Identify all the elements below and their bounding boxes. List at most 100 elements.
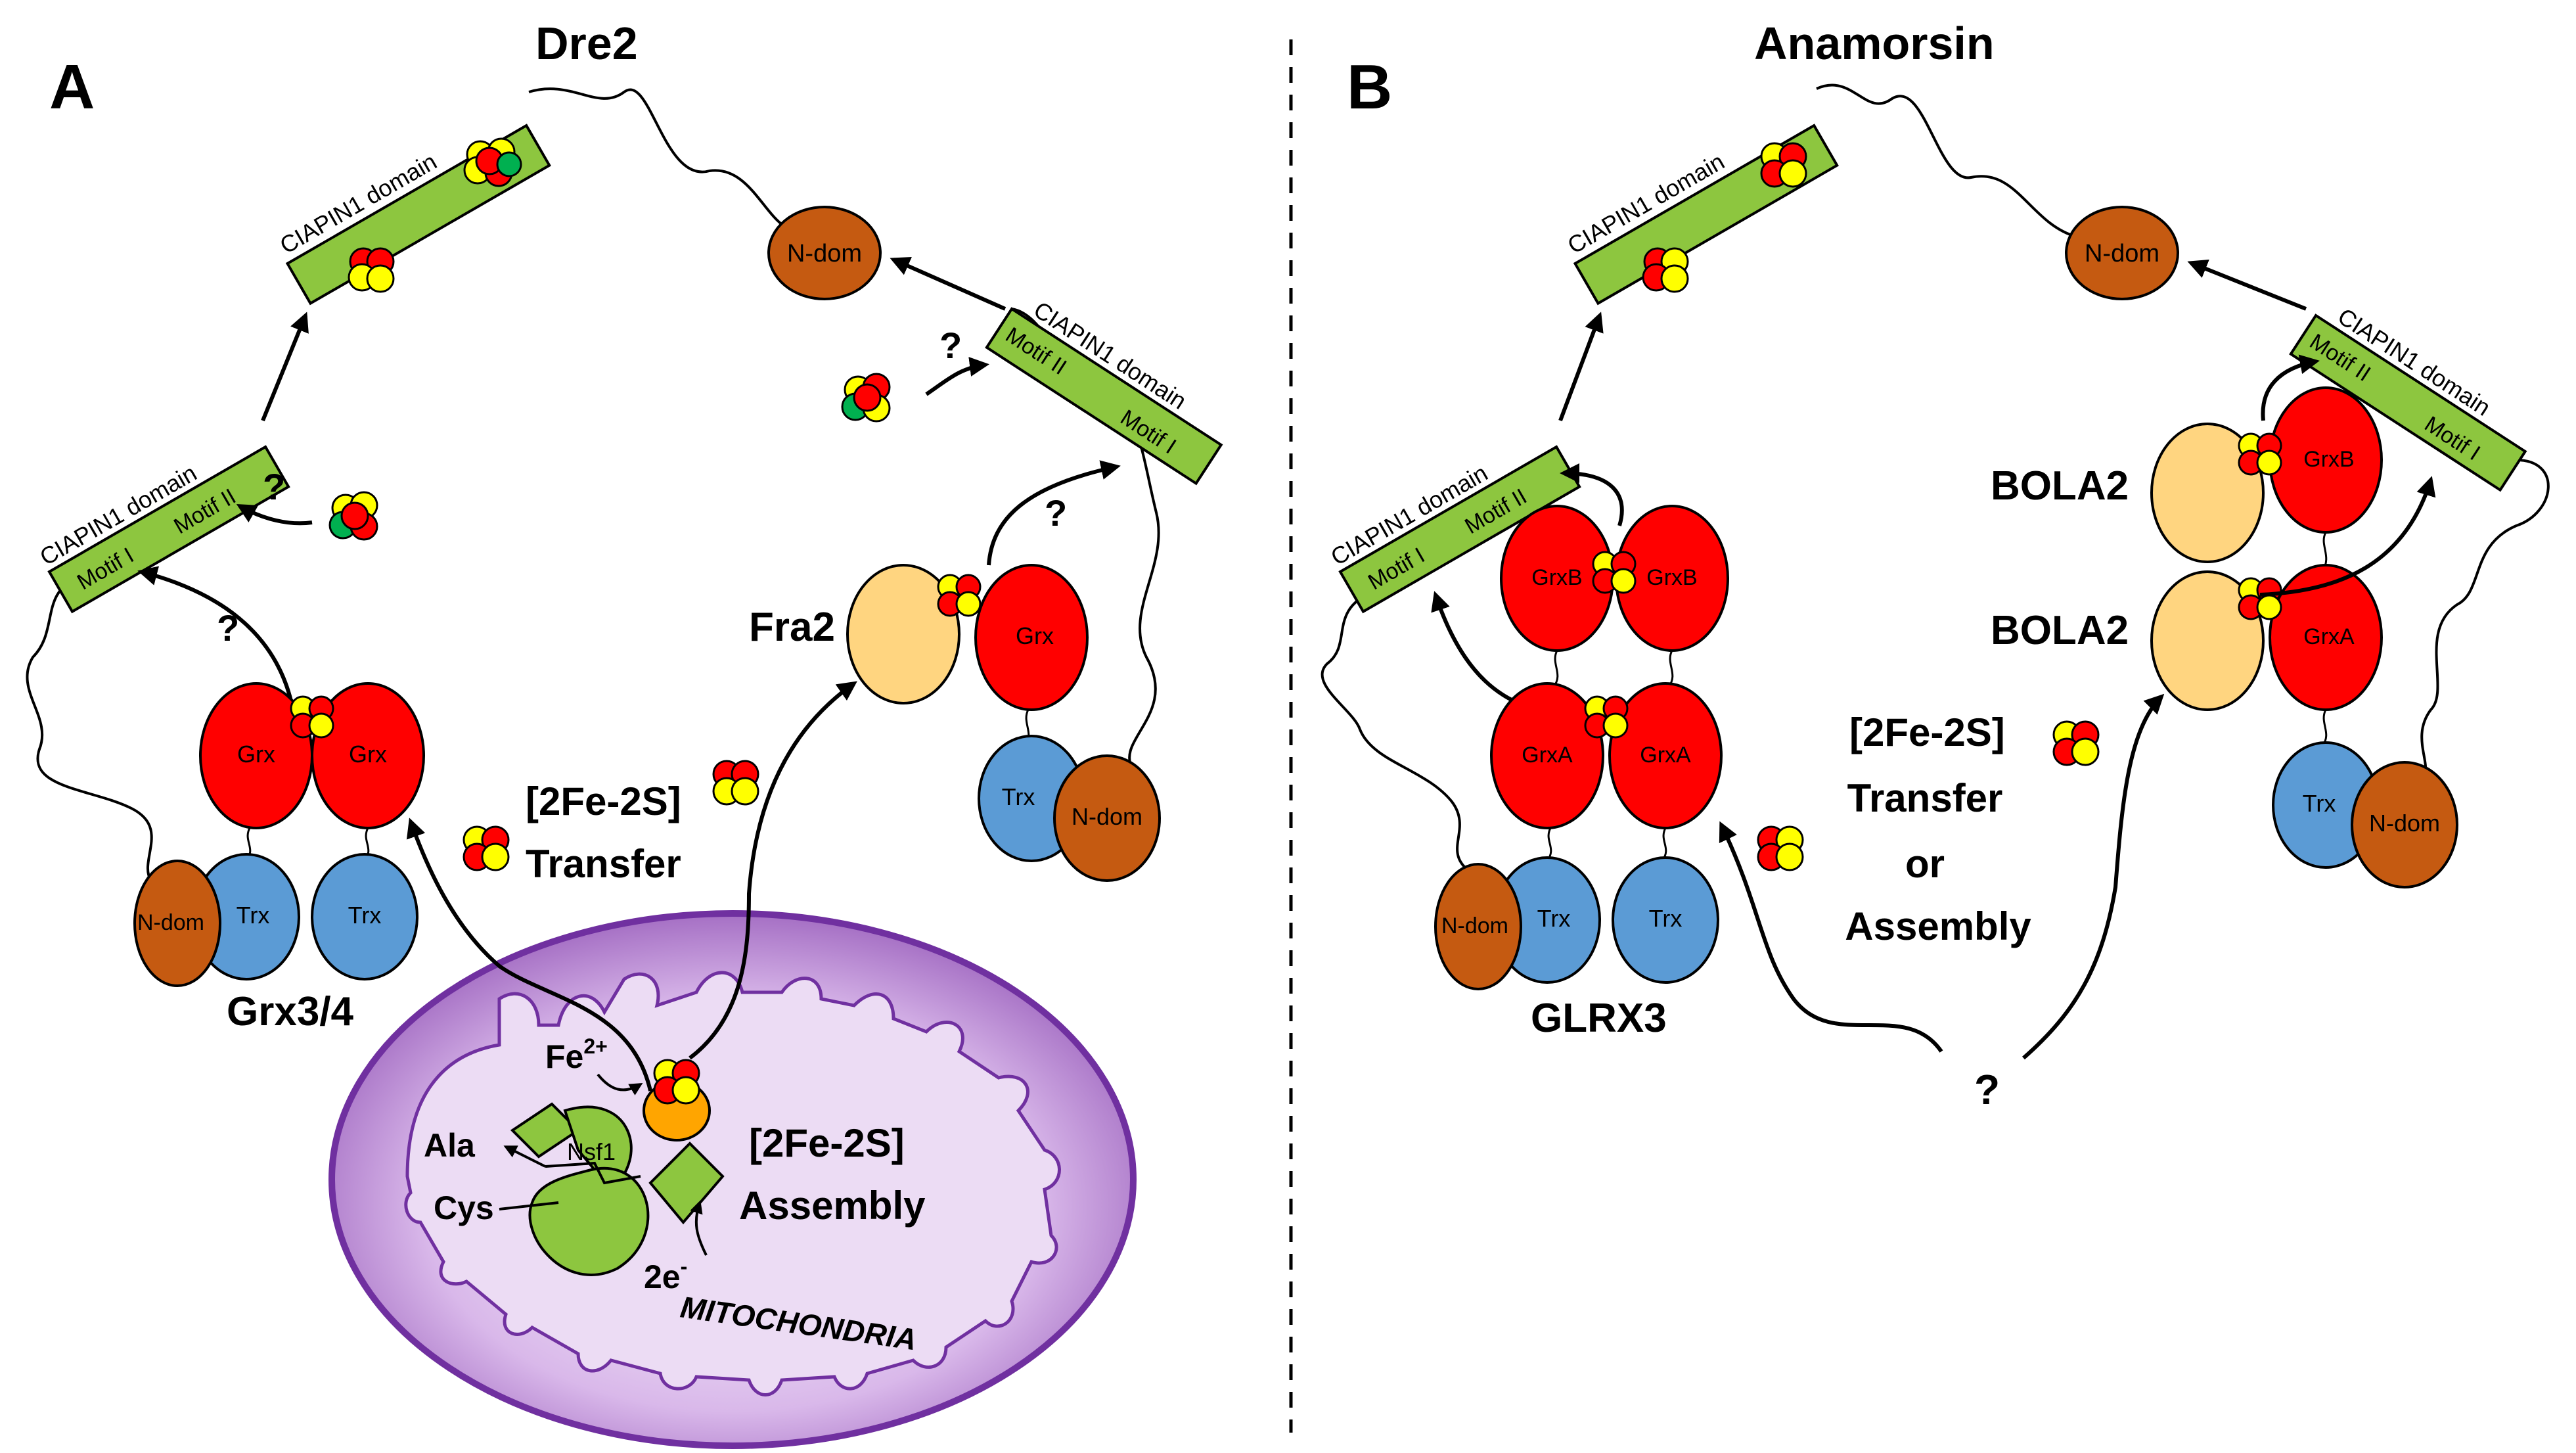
transfer-cluster-label-a: [2Fe-2S] (526, 779, 681, 823)
arrow-fra2-to-right-box (987, 460, 1121, 566)
question-a-1: ? (939, 325, 962, 366)
anamorsin-linker (1816, 83, 2077, 238)
cluster-grxa (1584, 695, 1629, 739)
arrow-left-to-top-b (1558, 311, 1604, 422)
grxa-bola-label: GrxA (2303, 624, 2355, 649)
anamorsin-linker-b (2420, 459, 2550, 776)
dre2-linker (528, 87, 802, 232)
ndom-bola-label: N-dom (2369, 810, 2440, 837)
fra2-domain (846, 564, 960, 704)
ndom-fra2-label: N-dom (1072, 803, 1142, 830)
cluster-b-top-left (1642, 247, 1689, 293)
arrow-grxa-to-right-box (2259, 476, 2436, 597)
cluster-scaffold (653, 1059, 700, 1105)
ndom-bola (2351, 761, 2458, 888)
cluster-a-top-right (463, 137, 522, 187)
cys-line (499, 1201, 559, 1211)
trx-a-right (311, 853, 418, 980)
ndom-grx34-label: N-dom (137, 910, 204, 935)
arrow-question-to-bola2 (2022, 693, 2165, 1060)
ciapin-box-a-left: CIAPIN1 domain Motif I Motif II (35, 445, 290, 614)
panel-a: A Dre2 CIAPIN1 domain N-dom (26, 18, 1223, 1449)
question-a-3: ? (217, 607, 239, 649)
trx-b-left-label: Trx (1537, 905, 1571, 932)
grxa-b-left-label: GrxA (1522, 743, 1573, 768)
grxb-grxa-linker-right (1667, 650, 1674, 687)
ndom-b-top-label: N-dom (2085, 240, 2159, 267)
ndom-a-top (767, 206, 882, 300)
bola2-top (2150, 423, 2265, 563)
arrow-left-to-top-a (261, 311, 309, 422)
ndom-glrx3-label: N-dom (1441, 913, 1508, 938)
glrx3-linker (1321, 590, 1466, 869)
arrow-mito-to-fra2 (689, 681, 857, 1060)
grxb-grxa-linker-left (1552, 650, 1559, 687)
cluster-b-left-float (1757, 825, 1804, 871)
question-a-2: ? (263, 466, 285, 507)
cys-label: Cys (434, 1189, 494, 1226)
or-label-b: or (1905, 842, 1945, 886)
ndom-grx34 (133, 860, 221, 987)
bola2-bottom (2150, 570, 2265, 711)
assembly-cluster-label: [2Fe-2S] (749, 1121, 905, 1165)
cluster-b-center (2052, 720, 2100, 766)
grxa-trx-linker-right (1661, 827, 1667, 862)
nsf1-right-domain (648, 1142, 725, 1225)
nsf1-label: Nsf1 (567, 1138, 616, 1165)
transfer-label-a: Transfer (526, 842, 681, 886)
two-e-text: 2e (644, 1258, 681, 1295)
grxb-b-left-label: GrxB (1531, 565, 1582, 590)
ala-label: Ala (424, 1127, 476, 1164)
panel-a-letter: A (49, 52, 95, 122)
grxa-b-right-label: GrxA (1640, 743, 1691, 768)
arrow-electrons (690, 1200, 708, 1256)
cluster-b-top-right (1760, 142, 1807, 188)
trx-fra2-label: Trx (1002, 783, 1035, 810)
assembly-label-a: Assembly (739, 1184, 926, 1228)
mitochondrion-cristae (404, 971, 1061, 1396)
cluster-a-transfer-1 (712, 760, 759, 806)
trx-bola-label: Trx (2303, 790, 2336, 817)
cluster-a-floating-left (328, 491, 378, 541)
arrow-to-ndom-a (890, 256, 1006, 311)
fe-charge: 2+ (583, 1034, 607, 1058)
ndom-b-top (2065, 206, 2179, 300)
trx-a-left-label: Trx (237, 902, 270, 929)
arrow-grxb-to-left-box (1560, 463, 1624, 526)
arrow-mito-to-grx34 (406, 818, 652, 1092)
question-a-4: ? (1045, 492, 1067, 534)
arrow-to-ndom-b (2187, 259, 2307, 311)
glrx3-label: GLRX3 (1531, 996, 1667, 1041)
two-e-sup: - (681, 1255, 688, 1278)
arrow-grxb-to-right-box (2261, 354, 2320, 421)
grx-a-right-label: Grx (349, 741, 387, 768)
cluster-a-transfer-2 (463, 825, 510, 871)
grxb-bola-label: GrxB (2303, 447, 2354, 472)
dre2-title: Dre2 (535, 18, 638, 69)
ciapin-box-a-top: CIAPIN1 domain (275, 124, 551, 306)
transfer-label-b: Transfer (1847, 776, 2003, 820)
grxb-b-right-label: GrxB (1646, 565, 1697, 590)
fra2-label: Fra2 (749, 605, 835, 650)
grxa-trx-bola-linker (2321, 709, 2328, 747)
bola2-top-label: BOLA2 (1991, 463, 2129, 509)
arrow-cluster-to-right-box (925, 357, 989, 396)
panel-b: B Anamorsin CIAPIN1 domain N-dom CIA (1321, 18, 2550, 1113)
arrow-question-to-glrx3 (1719, 821, 1943, 1053)
grxa-trx-linker-left (1546, 827, 1552, 862)
grx-a-left-label: Grx (237, 741, 275, 768)
ndom-a-top-label: N-dom (787, 240, 862, 267)
assembly-label-b: Assembly (1845, 904, 2031, 948)
cluster-bola-bottom (2238, 577, 2282, 620)
nsf1-base (528, 1166, 650, 1276)
cluster-bola-top (2238, 432, 2282, 476)
grx34-label: Grx3/4 (227, 989, 354, 1034)
trx-a-right-label: Trx (348, 902, 382, 929)
cys-ala-path (545, 1161, 641, 1185)
arrow-to-ala (503, 1145, 546, 1168)
bola2-bottom-label: BOLA2 (1991, 608, 2129, 653)
arrow-cluster-to-left-box (236, 504, 313, 526)
panel-b-letter: B (1347, 52, 1392, 122)
arrow-grx-to-left-box (137, 566, 294, 707)
